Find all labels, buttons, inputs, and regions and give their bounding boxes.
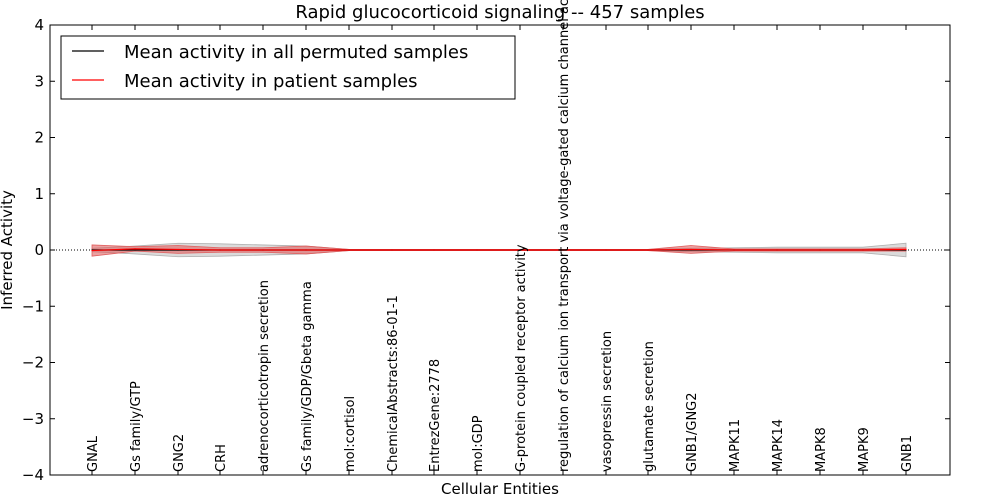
series-1-point-6 xyxy=(348,249,350,251)
series-1-point-19 xyxy=(905,248,907,251)
series-1-point-12 xyxy=(605,249,607,251)
y-tick-label: −2 xyxy=(22,354,44,372)
series-1-point-1 xyxy=(134,248,136,250)
x-tick-label: MAPK8 xyxy=(814,427,829,472)
series-1-point-4 xyxy=(262,249,264,251)
y-tick-label: −1 xyxy=(22,297,44,315)
series-1-point-14 xyxy=(690,248,692,251)
legend: Mean activity in all permuted samples Me… xyxy=(60,35,516,100)
y-axis-label: Inferred Activity xyxy=(0,190,16,310)
x-tick-label: GNB1 xyxy=(900,435,915,472)
y-tick-label: 3 xyxy=(34,72,44,90)
y-tick-label: −4 xyxy=(22,466,44,484)
y-tick-label: 0 xyxy=(34,241,44,259)
x-tick-label: glutamate secretion xyxy=(642,341,657,472)
x-tick-label: MAPK9 xyxy=(857,427,872,472)
legend-label-patient: Mean activity in patient samples xyxy=(124,71,418,92)
x-tick-label: MAPK11 xyxy=(728,419,743,472)
x-tick-label: GNG2 xyxy=(172,434,187,472)
x-tick-label: G-protein coupled receptor activity xyxy=(514,244,529,472)
x-tick-label: GNAL xyxy=(86,435,101,472)
legend-box xyxy=(60,35,516,100)
series-1-point-2 xyxy=(177,248,179,251)
y-axis: −4 −3 −2 −1 0 1 2 3 4 xyxy=(22,16,950,484)
series-1-point-8 xyxy=(433,249,435,251)
series-1-point-18 xyxy=(862,249,864,251)
x-tick-label: mol:GDP xyxy=(471,415,486,472)
series-line-1 xyxy=(91,248,907,252)
series-1-point-11 xyxy=(562,249,564,251)
series-0-point-1 xyxy=(134,249,136,251)
legend-label-permuted: Mean activity in all permuted samples xyxy=(124,42,468,63)
x-tick-label: CRH xyxy=(214,444,229,472)
plot-area xyxy=(50,242,950,258)
y-tick-label: 4 xyxy=(34,16,44,34)
x-tick-label: GNB1/GNG2 xyxy=(685,392,700,472)
series-1-point-15 xyxy=(733,249,735,251)
x-tick-label: regulation of calcium ion transport via … xyxy=(557,0,572,472)
y-tick-label: 1 xyxy=(34,185,44,203)
x-tick-label: mol:cortisol xyxy=(343,396,358,472)
x-axis-label: Cellular Entities xyxy=(441,480,559,498)
x-tick-label: adrenocorticotropin secretion xyxy=(257,280,272,472)
series-1-point-7 xyxy=(391,249,393,251)
series-1-point-10 xyxy=(519,249,521,251)
series-1-point-16 xyxy=(776,249,778,251)
x-tick-label: EntrezGene:2778 xyxy=(428,359,443,472)
series-1-point-9 xyxy=(476,249,478,251)
x-tick-label: Gs family/GTP xyxy=(129,381,144,472)
series-1-point-3 xyxy=(219,249,221,251)
y-tick-label: −3 xyxy=(22,410,44,428)
series-1-point-5 xyxy=(305,249,307,251)
y-tick-label: 2 xyxy=(34,129,44,147)
x-tick-label: ChemicalAbstracts:86-01-1 xyxy=(386,295,401,472)
x-tick-label: Gs family/GDP/Gbeta gamma xyxy=(300,281,315,472)
x-tick-label: vasopressin secretion xyxy=(600,331,615,472)
chart-title: Rapid glucocorticoid signaling -- 457 sa… xyxy=(295,2,704,23)
series-1-point-17 xyxy=(819,249,821,251)
x-tick-label: MAPK14 xyxy=(771,419,786,472)
series-1-point-13 xyxy=(647,249,649,251)
series-1-point-0 xyxy=(91,249,93,252)
x-axis: GNAL Gs family/GTP GNG2 CRH adrenocorticotro… xyxy=(86,0,915,475)
